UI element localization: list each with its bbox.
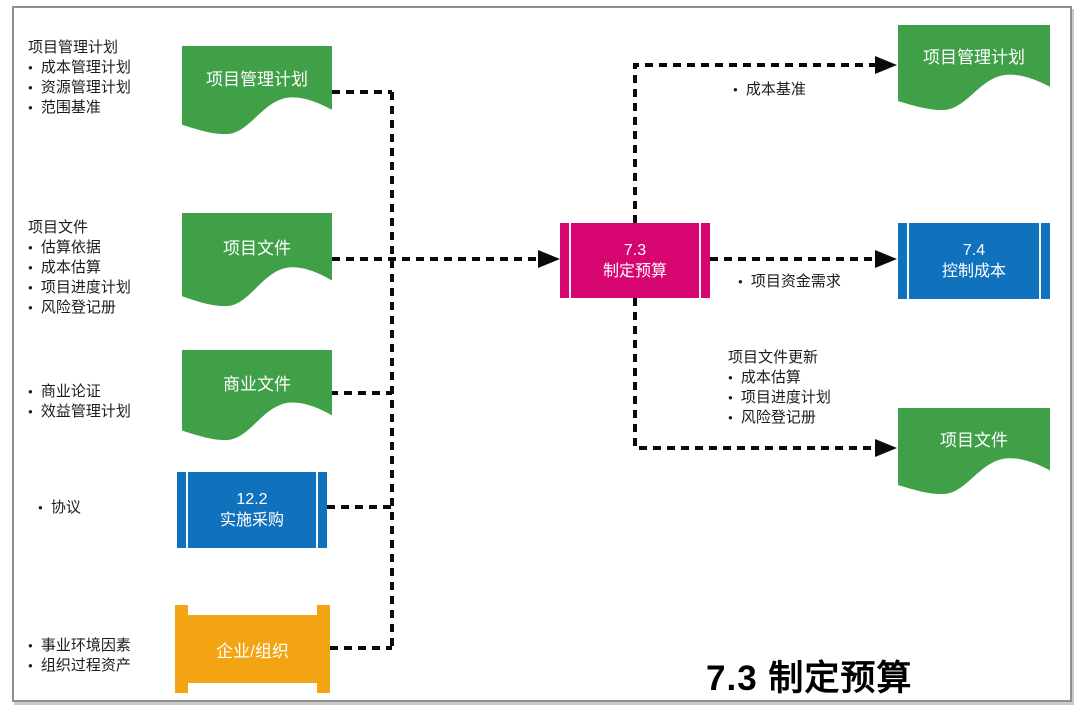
input-block-agreements: 协议	[38, 498, 81, 518]
bullet-text: 风险登记册	[40, 299, 116, 316]
arrowhead-project-docs-output	[875, 439, 897, 457]
output-heading: 项目文件更新	[728, 349, 819, 366]
process-code: 7.3	[623, 241, 647, 259]
bullet-item: 项目资金需求	[738, 272, 841, 292]
process-code: 12.2	[236, 491, 268, 508]
document-wave-icon	[898, 408, 1050, 494]
output-block-cost-baseline: 成本基准	[733, 80, 806, 100]
connector-process-to-project-docs	[633, 298, 875, 450]
bullet-item: 成本估算	[28, 258, 131, 278]
input-block-project-documents: 项目文件 估算依据 成本估算 项目进度计划 风险登记册	[28, 218, 131, 318]
shape-label: 项目文件	[940, 431, 1008, 451]
connector-process-to-pmp-output	[633, 63, 875, 223]
bullet-list: 成本估算 项目进度计划 风险登记册	[728, 368, 831, 428]
input-heading: 项目管理计划	[28, 39, 119, 56]
output-block-funding-requirements: 项目资金需求	[738, 272, 841, 292]
process-box-right-rule	[1039, 223, 1041, 299]
output-shape-project-management-plan: 项目管理计划	[898, 25, 1050, 110]
bullet-item: 商业论证	[28, 382, 131, 402]
diagram-title: 7.3 制定预算	[706, 659, 913, 698]
process-box-right-rule	[316, 472, 318, 548]
org-left-bar	[175, 605, 188, 693]
document-wave-icon	[182, 46, 332, 134]
input-block-project-management-plan: 项目管理计划 成本管理计划 资源管理计划 范围基准	[28, 38, 131, 118]
document-wave-icon	[182, 213, 332, 306]
bullet-list: 成本管理计划 资源管理计划 范围基准	[28, 58, 131, 118]
outer-border	[12, 6, 1072, 702]
bullet-text: 范围基准	[40, 99, 101, 116]
bullet-text: 商业论证	[40, 383, 101, 400]
bullet-text: 资源管理计划	[40, 79, 131, 96]
document-wave-icon	[182, 350, 332, 440]
input-block-business-documents: 商业论证 效益管理计划	[28, 382, 131, 422]
bullet-list: 项目资金需求	[738, 272, 841, 292]
bullet-item: 风险登记册	[728, 408, 831, 428]
bullet-text: 项目进度计划	[740, 389, 831, 406]
bullet-text: 成本基准	[745, 81, 806, 98]
bullet-list: 估算依据 成本估算 项目进度计划 风险登记册	[28, 238, 131, 318]
bullet-text: 项目资金需求	[750, 273, 841, 290]
bullet-item: 成本基准	[733, 80, 806, 100]
bullet-text: 项目进度计划	[40, 279, 131, 296]
bullet-item: 风险登记册	[28, 298, 131, 318]
input-shape-conduct-procurements: 12.2 实施采购	[177, 472, 327, 548]
output-shape-project-documents: 项目文件	[898, 408, 1050, 494]
process-box-left-rule	[569, 223, 571, 298]
bullet-list: 成本基准	[733, 80, 806, 100]
bullet-item: 组织过程资产	[28, 656, 131, 676]
process-code: 7.4	[962, 242, 986, 259]
bullet-item: 事业环境因素	[28, 636, 131, 656]
shape-label: 商业文件	[223, 374, 291, 394]
center-process-determine-budget: 7.3 制定预算	[560, 223, 710, 298]
document-wave-icon	[898, 25, 1050, 110]
bullet-item: 资源管理计划	[28, 78, 131, 98]
input-shape-business-documents: 商业文件	[182, 350, 332, 440]
org-right-bar	[317, 605, 330, 693]
bullet-item: 范围基准	[28, 98, 131, 118]
process-name: 控制成本	[941, 263, 1006, 280]
arrowhead-pmp-output	[875, 56, 897, 74]
shape-label: 项目管理计划	[206, 70, 308, 90]
bullet-list: 事业环境因素 组织过程资产	[28, 636, 131, 676]
process-box-right-rule	[699, 223, 701, 298]
bullet-text: 协议	[50, 499, 81, 516]
bullet-text: 效益管理计划	[40, 403, 131, 420]
input-shape-project-documents: 项目文件	[182, 213, 332, 306]
bullet-text: 风险登记册	[740, 409, 816, 426]
process-name: 实施采购	[219, 512, 284, 529]
bullet-text: 事业环境因素	[40, 637, 131, 654]
bullet-text: 组织过程资产	[40, 657, 131, 674]
bullet-text: 成本管理计划	[40, 59, 131, 76]
bullet-item: 协议	[38, 498, 81, 518]
bullet-list: 协议	[38, 498, 81, 518]
output-block-project-document-updates: 项目文件更新 成本估算 项目进度计划 风险登记册	[728, 348, 831, 428]
bullet-item: 项目进度计划	[728, 388, 831, 408]
bullet-text: 估算依据	[40, 239, 101, 256]
process-box-left-rule	[186, 472, 188, 548]
bullet-item: 效益管理计划	[28, 402, 131, 422]
bullet-text: 成本估算	[740, 369, 801, 386]
arrowheads	[538, 56, 897, 457]
input-shape-project-management-plan: 项目管理计划	[182, 46, 332, 134]
input-dashed-connectors	[327, 90, 538, 650]
bullet-item: 项目进度计划	[28, 278, 131, 298]
bullet-list: 商业论证 效益管理计划	[28, 382, 131, 422]
output-dashed-connectors	[633, 63, 875, 450]
bullet-item: 成本管理计划	[28, 58, 131, 78]
arrowhead-into-process	[538, 250, 560, 268]
output-shape-control-costs: 7.4 控制成本	[898, 223, 1050, 299]
bullet-text: 成本估算	[40, 259, 101, 276]
input-heading: 项目文件	[28, 219, 89, 236]
shape-label: 项目文件	[223, 238, 291, 258]
input-block-enterprise-environment: 事业环境因素 组织过程资产	[28, 636, 131, 676]
arrowhead-control-costs	[875, 250, 897, 268]
bullet-item: 估算依据	[28, 238, 131, 258]
input-shape-enterprise-organization: 企业/组织	[175, 605, 330, 693]
process-box-left-rule	[907, 223, 909, 299]
shape-label: 企业/组织	[188, 615, 317, 683]
process-name: 制定预算	[602, 262, 667, 280]
shape-label: 项目管理计划	[923, 48, 1025, 68]
bullet-item: 成本估算	[728, 368, 831, 388]
